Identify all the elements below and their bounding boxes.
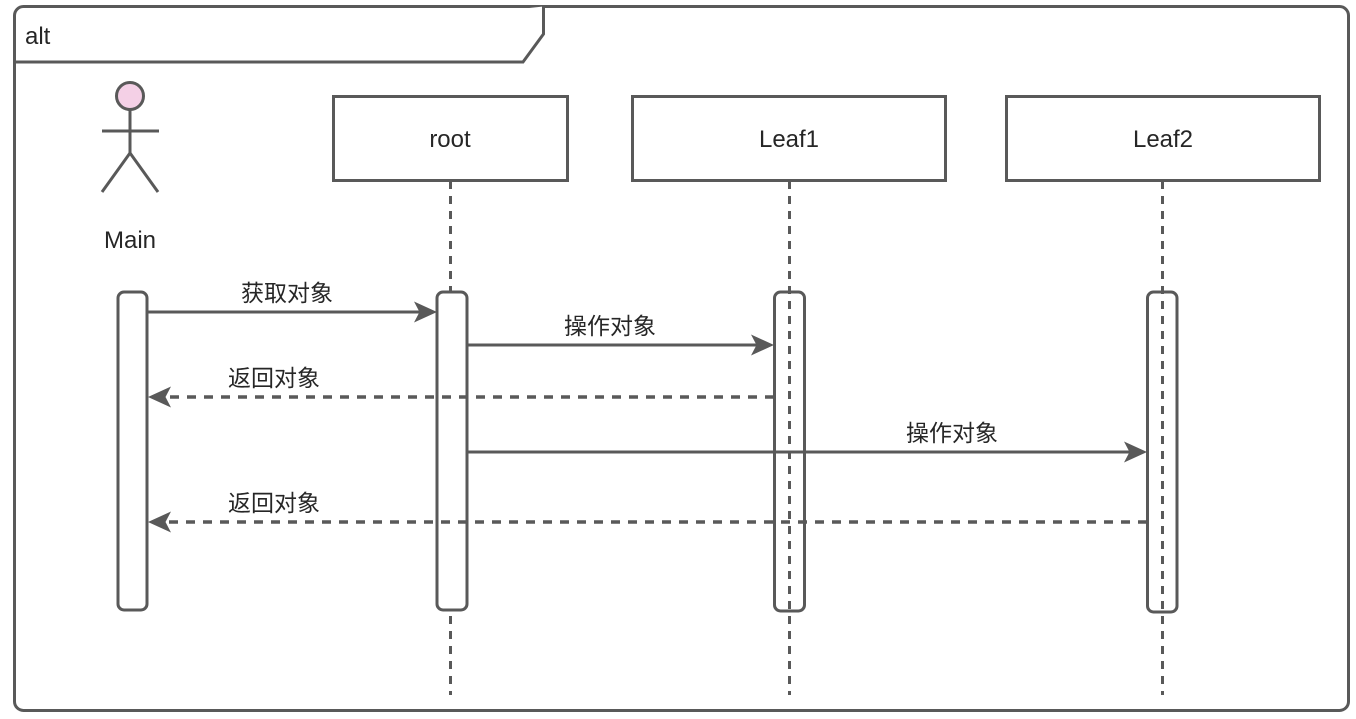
activation-root bbox=[435, 290, 469, 612]
alt-frame-operator-label: alt bbox=[25, 23, 51, 50]
message-get-object-label: 获取对象 bbox=[241, 280, 333, 306]
arrowhead-left-icon bbox=[148, 511, 171, 533]
actor-left-leg bbox=[100, 152, 132, 193]
participant-leaf2-box bbox=[1005, 95, 1321, 182]
participant-root-label: root bbox=[429, 126, 471, 153]
arrowhead-right-icon bbox=[414, 301, 437, 323]
actor-head bbox=[115, 81, 145, 111]
participant-leaf2: Leaf2 bbox=[1005, 95, 1321, 182]
participant-leaf1-label: Leaf1 bbox=[759, 126, 819, 153]
actor-label: Main bbox=[104, 227, 156, 254]
message-return-leaf2: 返回对象 bbox=[148, 490, 1147, 533]
participant-leaf1: Leaf1 bbox=[631, 95, 947, 182]
participant-leaf2-label: Leaf2 bbox=[1133, 126, 1193, 153]
arrowhead-left-icon bbox=[148, 386, 171, 408]
message-return-leaf2-label: 返回对象 bbox=[228, 490, 320, 516]
message-get-object: 获取对象 bbox=[148, 280, 437, 323]
message-operate-leaf2-label: 操作对象 bbox=[906, 420, 998, 446]
participant-root: root bbox=[332, 95, 569, 182]
actor-right-leg bbox=[128, 152, 160, 193]
message-operate-leaf1: 操作对象 bbox=[467, 313, 774, 356]
participant-root-box bbox=[332, 95, 569, 182]
alt-frame-label-pentagon bbox=[14, 6, 545, 64]
arrowhead-right-icon bbox=[1124, 441, 1147, 463]
activation-main bbox=[116, 290, 149, 612]
message-return-leaf1-label: 返回对象 bbox=[228, 365, 320, 391]
alt-frame-border bbox=[13, 5, 1350, 712]
actor-main bbox=[100, 81, 160, 193]
participant-leaf1-box bbox=[631, 95, 947, 182]
arrowhead-right-icon bbox=[751, 334, 774, 356]
alt-frame: alt bbox=[13, 5, 1350, 712]
message-operate-leaf2: 操作对象 bbox=[467, 420, 1147, 463]
message-return-leaf1: 返回对象 bbox=[148, 365, 774, 408]
message-operate-leaf1-label: 操作对象 bbox=[564, 313, 656, 339]
